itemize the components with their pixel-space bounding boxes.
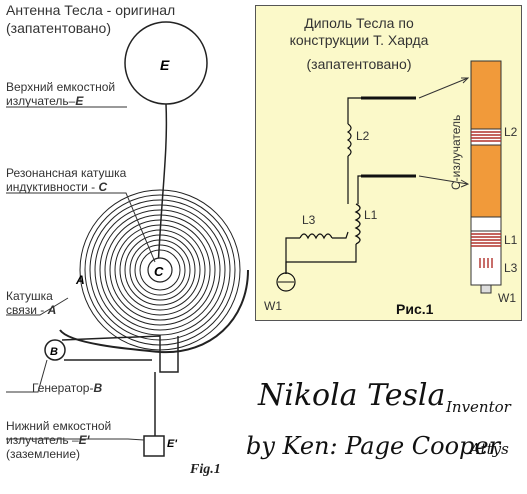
signature-attys: Attys — [470, 440, 509, 458]
svg-text:W1: W1 — [498, 291, 516, 305]
fig-label: Fig.1 — [190, 462, 221, 477]
coupling-coil-label: Катушка связи - A — [6, 289, 57, 317]
svg-text:L3: L3 — [302, 213, 316, 227]
svg-text:L3: L3 — [504, 261, 518, 275]
svg-text:W1: W1 — [264, 299, 282, 313]
letter-b: B — [50, 346, 58, 358]
generator-wire — [61, 335, 179, 373]
source-w1 — [276, 272, 296, 292]
signature-role: Inventor — [446, 398, 511, 416]
upper-orange-element — [470, 60, 502, 130]
coil-center — [147, 257, 173, 283]
tesla-antenna-diagram: E C A B E' — [6, 21, 249, 457]
dipole-schematic: L2 L1 L3 W1 Рис.1 L2 L1 L3 W1 — [264, 60, 518, 317]
resonant-spiral-coil — [79, 189, 241, 351]
panel-title-2: конструкции Т. Харда — [289, 32, 429, 48]
resonant-coil-label: Резонансная катушка индуктивности - C — [6, 166, 127, 194]
letter-e: E — [160, 57, 170, 73]
signature-name: Nikola Tesla — [258, 378, 446, 413]
letter-a: A — [75, 273, 85, 287]
lower-orange-element — [470, 144, 502, 218]
bottom-emitter-plate — [143, 435, 165, 457]
top-emitter-label: Верхний емкостной излучатель–E — [6, 80, 116, 108]
left-subtitle: (запатентовано) — [6, 20, 111, 36]
svg-text:L2: L2 — [504, 125, 518, 139]
letter-c: C — [154, 264, 164, 279]
panel-title-1: Диполь Тесла по — [304, 15, 414, 31]
svg-text:L2: L2 — [356, 129, 370, 143]
svg-text:L1: L1 — [504, 233, 518, 247]
panel-title-3: (запатентовано) — [306, 56, 412, 72]
signature-by: by Ken: Page Cooper — [246, 432, 501, 460]
coil-l2 — [346, 123, 352, 157]
feed-wire — [157, 103, 168, 269]
svg-text:L1: L1 — [364, 208, 378, 222]
coil-l1 — [354, 203, 361, 245]
generator-label: Генератор-B — [32, 381, 103, 395]
c-emitter-label: С-излучатель — [449, 115, 463, 190]
letter-e-prime: E' — [167, 438, 177, 450]
dipole-panel: Диполь Тесла по конструкции Т. Харда (за… — [255, 5, 522, 321]
bottom-emitter-label: Нижний емкостной излучатель –E' (заземле… — [6, 419, 112, 461]
left-title: Антенна Тесла - оригинал — [6, 2, 176, 18]
panel-fig-label: Рис.1 — [396, 301, 434, 317]
generator-circle — [44, 339, 66, 361]
coil-l3 — [299, 233, 333, 240]
